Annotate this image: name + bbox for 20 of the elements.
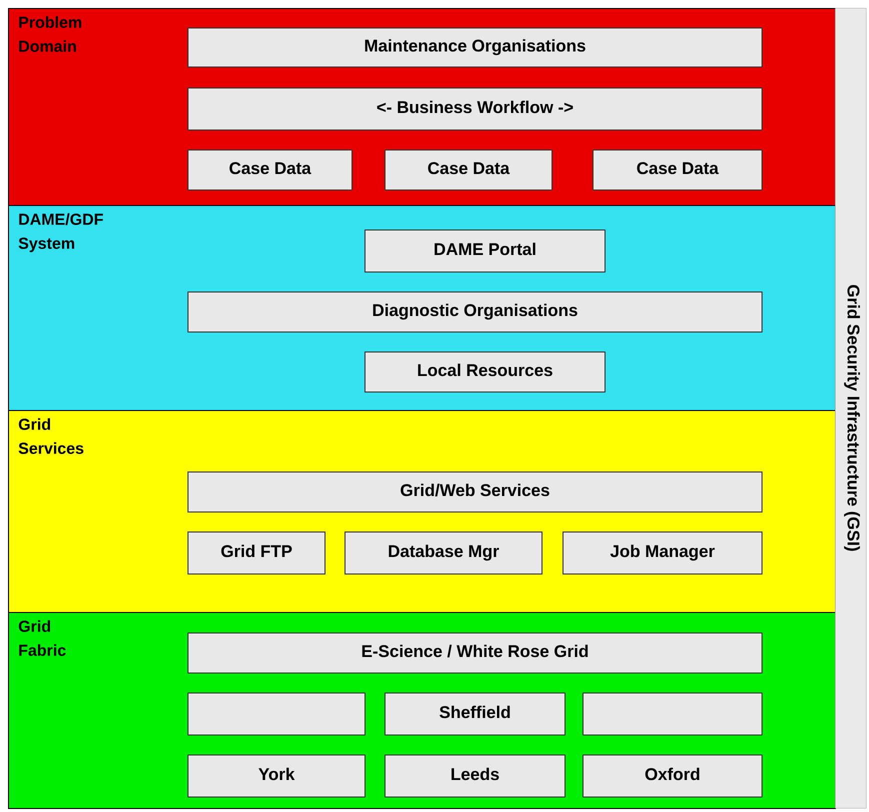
component-box: Job Manager (562, 532, 762, 574)
component-box: Case Data (384, 150, 552, 190)
component-box: DAME Portal (364, 230, 606, 272)
component-box: Local Resources (364, 352, 606, 392)
component-box: Grid FTP (188, 532, 326, 574)
component-box (582, 692, 762, 736)
component-box: Diagnostic Organisations (188, 292, 762, 332)
component-box: E-Science / White Rose Grid (188, 632, 762, 674)
component-box: Grid/Web Services (188, 472, 762, 512)
component-box: Oxford (582, 754, 762, 798)
component-box (188, 692, 366, 736)
component-box: Sheffield (384, 692, 566, 736)
component-box: York (188, 754, 366, 798)
component-box: Leeds (384, 754, 566, 798)
side-band: Grid Security Infrastructure (GSI) (835, 8, 866, 808)
component-box: <- Business Workflow -> (188, 88, 762, 130)
component-box: Maintenance Organisations (188, 28, 762, 68)
component-box: Database Mgr (344, 532, 542, 574)
component-box: Case Data (188, 150, 352, 190)
component-box: Case Data (592, 150, 762, 190)
